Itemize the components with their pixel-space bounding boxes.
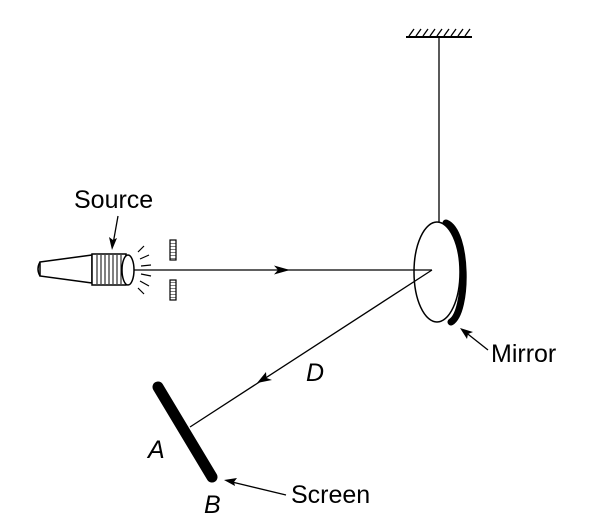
mirror (413, 219, 467, 326)
reflected-arrowhead (257, 372, 272, 383)
slit (169, 239, 177, 301)
ceiling-support (406, 28, 472, 38)
screen-label: Screen (291, 481, 370, 509)
mirror-label: Mirror (491, 340, 556, 368)
mirror-pointer (460, 328, 489, 351)
incident-beam (134, 265, 432, 275)
incident-arrowhead (274, 265, 290, 275)
screen-pointer (224, 478, 287, 496)
light-rays (137, 245, 152, 295)
screen (152, 381, 218, 483)
reflected-beam (189, 269, 433, 428)
light-source (37, 245, 152, 295)
point-b-label: B (204, 491, 221, 519)
source-pointer (109, 215, 119, 250)
point-a-label: A (146, 436, 165, 464)
distance-label: D (306, 359, 324, 387)
source-label: Source (74, 186, 153, 214)
